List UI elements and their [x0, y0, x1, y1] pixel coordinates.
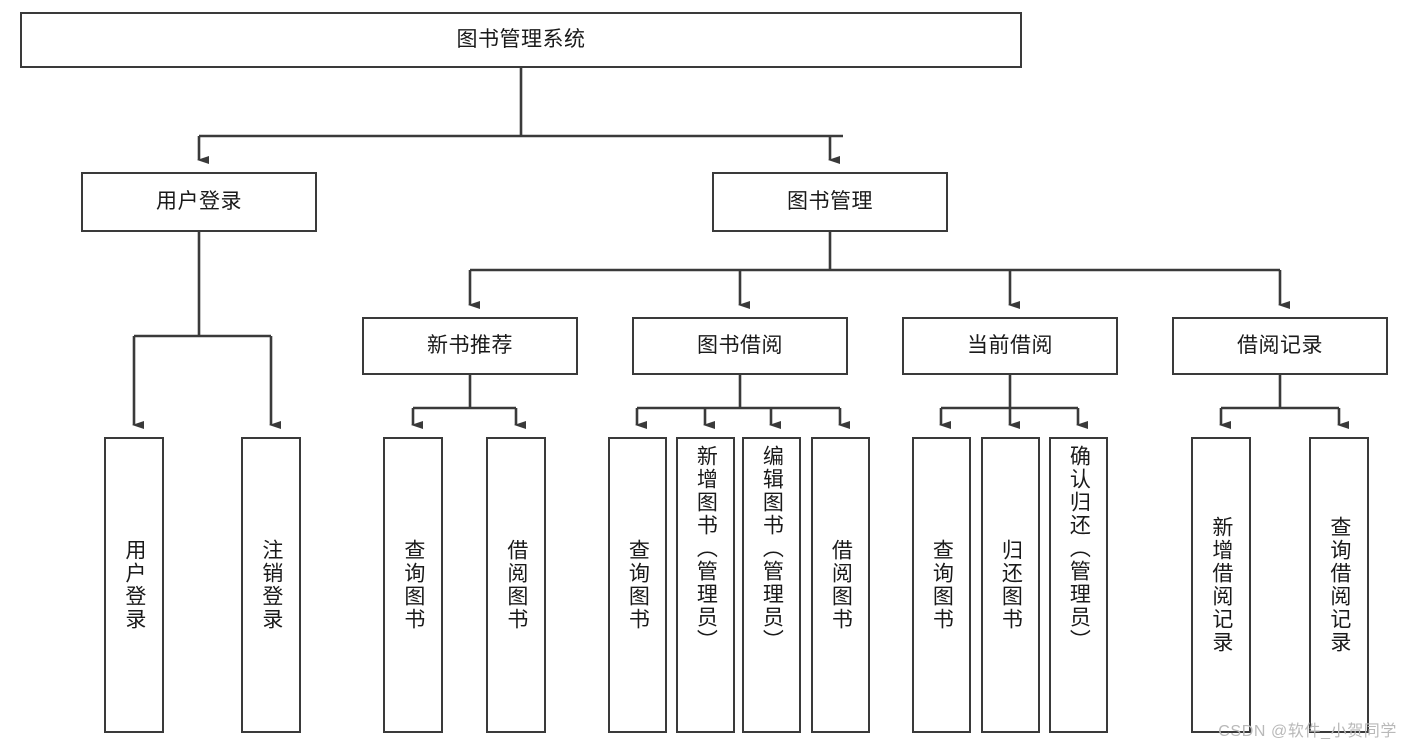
node-label: 归还图书 — [999, 539, 1023, 631]
node-label: 借阅图书 — [829, 539, 853, 631]
leaf-new-book-borrow-book[interactable]: 借阅图书 — [486, 437, 546, 733]
node-label: 图书管理系统 — [456, 27, 586, 51]
leaf-current-borrow-confirm-return-admin[interactable]: 确认归还（管理员） — [1049, 437, 1108, 733]
leaf-new-book-query-book[interactable]: 查询图书 — [383, 437, 443, 733]
node-label: 借阅记录 — [1237, 333, 1323, 357]
node-label: 新增借阅记录 — [1209, 516, 1233, 654]
node-label: 新增图书（管理员） — [694, 445, 718, 652]
node-label: 新书推荐 — [427, 333, 513, 357]
node-book-borrow[interactable]: 图书借阅 — [632, 317, 848, 375]
node-borrow-record[interactable]: 借阅记录 — [1172, 317, 1388, 375]
leaf-book-borrow-edit-book-admin[interactable]: 编辑图书（管理员） — [742, 437, 801, 733]
leaf-current-borrow-return-book[interactable]: 归还图书 — [981, 437, 1040, 733]
node-label: 图书管理 — [787, 189, 873, 213]
leaf-borrow-record-query-record[interactable]: 查询借阅记录 — [1309, 437, 1369, 733]
node-label: 用户登录 — [156, 189, 242, 213]
watermark-text: CSDN @软件_小贺同学 — [1218, 723, 1397, 740]
node-new-book-recommend[interactable]: 新书推荐 — [362, 317, 578, 375]
node-label: 用户登录 — [122, 539, 146, 631]
leaf-current-borrow-query-book[interactable]: 查询图书 — [912, 437, 971, 733]
leaf-user-login-do-login[interactable]: 用户登录 — [104, 437, 164, 733]
node-label: 确认归还（管理员） — [1067, 445, 1091, 652]
node-label: 图书借阅 — [697, 333, 783, 357]
node-label: 查询图书 — [930, 539, 954, 631]
leaf-user-login-logout[interactable]: 注销登录 — [241, 437, 301, 733]
node-root-book-management-system[interactable]: 图书管理系统 — [20, 12, 1022, 68]
node-label: 当前借阅 — [967, 333, 1053, 357]
leaf-book-borrow-query-book[interactable]: 查询图书 — [608, 437, 667, 733]
node-label: 查询图书 — [626, 539, 650, 631]
node-label: 注销登录 — [259, 539, 283, 631]
node-current-borrow[interactable]: 当前借阅 — [902, 317, 1118, 375]
node-label: 查询借阅记录 — [1327, 516, 1351, 654]
node-book-management[interactable]: 图书管理 — [712, 172, 948, 232]
node-user-login[interactable]: 用户登录 — [81, 172, 317, 232]
leaf-book-borrow-add-book-admin[interactable]: 新增图书（管理员） — [676, 437, 735, 733]
node-label: 查询图书 — [401, 539, 425, 631]
leaf-borrow-record-add-record[interactable]: 新增借阅记录 — [1191, 437, 1251, 733]
node-label: 借阅图书 — [504, 539, 528, 631]
leaf-book-borrow-borrow-book[interactable]: 借阅图书 — [811, 437, 870, 733]
node-label: 编辑图书（管理员） — [760, 445, 784, 652]
